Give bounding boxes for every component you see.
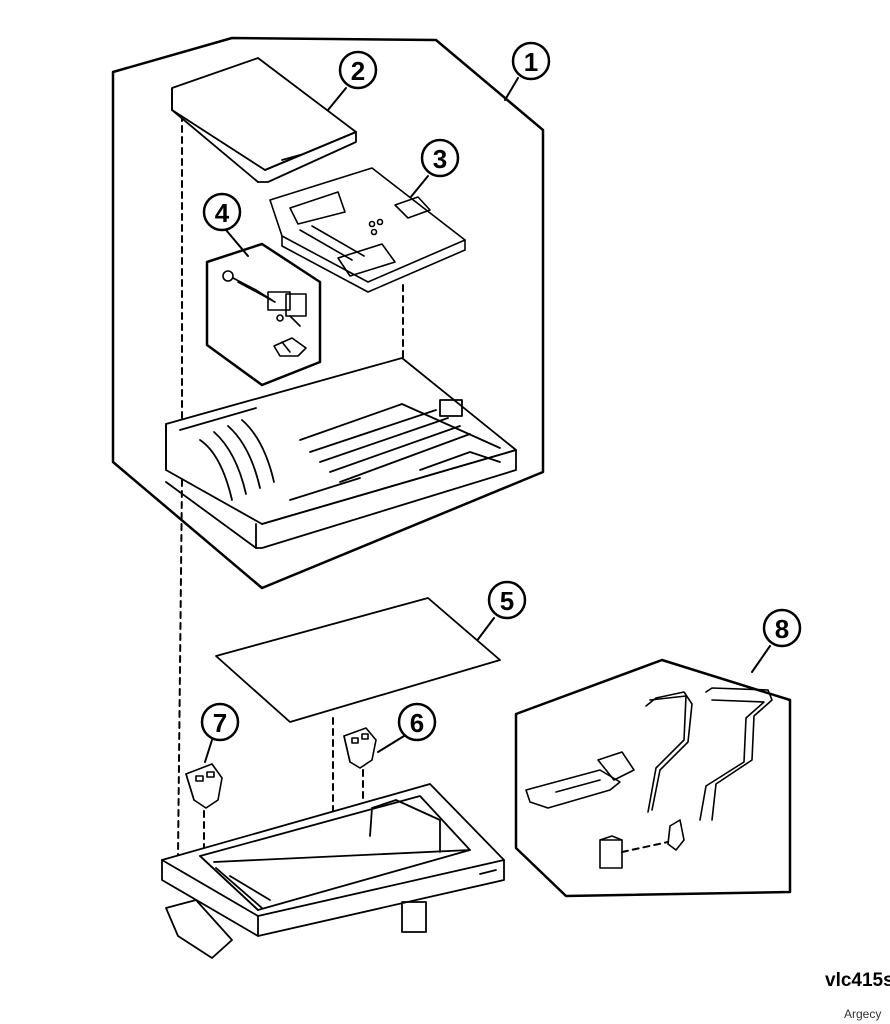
- callout-3-circle: [420, 138, 460, 178]
- callout-circles: [200, 41, 802, 742]
- part-adf-unit-body: [165, 357, 517, 549]
- part-pickup-roller-kit: [222, 270, 307, 357]
- callout-8-circle: [762, 608, 802, 648]
- callout-3: 3: [433, 144, 447, 174]
- group-boundary-1: [111, 36, 545, 590]
- part-hinge-right: [343, 727, 377, 769]
- group-boundary-4: [205, 242, 322, 387]
- callout-6: 6: [410, 708, 424, 738]
- callout-2-circle: [338, 50, 378, 90]
- group-boundary-8: [514, 658, 792, 898]
- callout-4-circle: [202, 192, 242, 232]
- leader-lines: [204, 77, 771, 763]
- callout-5: 5: [500, 586, 514, 616]
- part-hinge-left: [185, 763, 223, 809]
- callout-4: 4: [215, 198, 230, 228]
- part-scanner-glass: [215, 597, 501, 723]
- callout-7: 7: [213, 708, 227, 738]
- callout-labels: 1 2 3 4 5 6 7 8: [213, 47, 789, 738]
- drawing-id: vlc415s: [825, 970, 890, 991]
- callout-1: 1: [524, 47, 538, 77]
- part-cable-sensor-kit: [525, 687, 773, 869]
- callout-8: 8: [775, 614, 789, 644]
- callout-7-circle: [200, 702, 240, 742]
- callout-6-circle: [397, 702, 437, 742]
- watermark: Argecy: [844, 1007, 882, 1021]
- callout-1-circle: [511, 41, 551, 81]
- callout-2: 2: [351, 56, 365, 86]
- part-adf-input-tray: [269, 167, 466, 293]
- part-scanner-base: [161, 783, 505, 959]
- part-adf-top-cover: [171, 57, 357, 183]
- callout-5-circle: [487, 580, 527, 620]
